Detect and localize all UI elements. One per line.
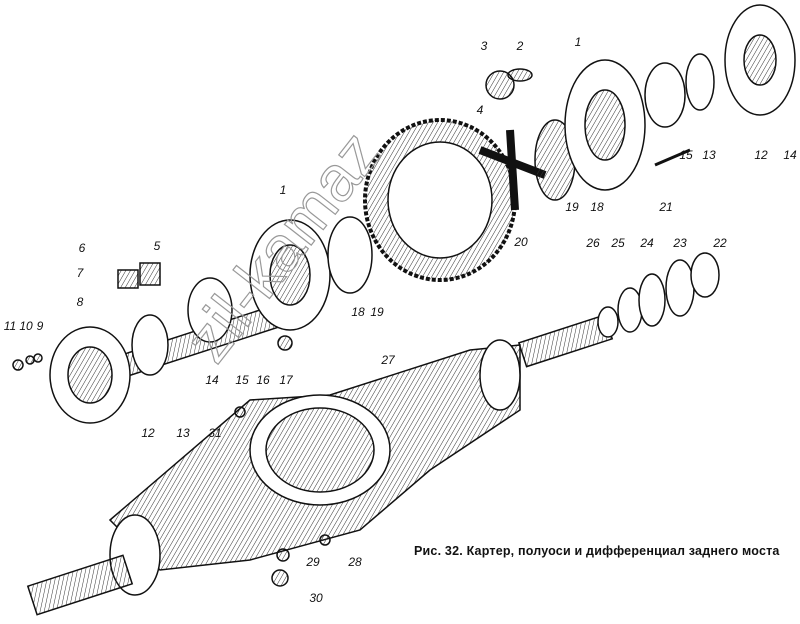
ring-gear [363,118,517,282]
part-label: 30 [309,591,323,605]
part-label: 27 [381,353,395,367]
part-label: 6 [78,241,86,255]
part-label: 3 [480,39,488,53]
figure-caption: Рис. 32. Картер, полуоси и дифференциал … [414,544,780,558]
part-label: 15 [679,148,693,162]
part-label: 21 [659,200,673,214]
differential-parts [478,4,796,211]
part-label: 8 [76,295,84,309]
part-label: 31 [208,426,222,440]
part-label: 10 [19,319,33,333]
axle-housing [26,314,614,616]
small-parts [12,262,331,587]
part-label: 26 [586,236,600,250]
part-label: 19 [565,200,579,214]
part-label: 2 [516,39,524,53]
part-label: 5 [153,239,161,253]
part-label: 12 [754,148,768,162]
part-label: 18 [590,200,604,214]
part-label: 22 [713,236,727,250]
part-label: 29 [306,555,320,569]
part-label: 20 [514,235,528,249]
part-label: 25 [611,236,625,250]
part-label: 9 [36,319,44,333]
left-axle-shaft [49,216,373,424]
part-label: 18 [351,305,365,319]
part-label: 23 [673,236,687,250]
part-label: 24 [640,236,654,250]
part-label: 1 [574,35,582,49]
part-label: 4 [476,103,484,117]
part-label: 28 [348,555,362,569]
part-label: 11 [3,319,17,333]
part-label: 14 [783,148,797,162]
part-label: 12 [141,426,155,440]
part-label: 7 [76,266,84,280]
part-label: 16 [256,373,270,387]
bearing-set-right [597,252,720,338]
part-label: 15 [235,373,249,387]
part-label: 13 [702,148,716,162]
part-label: 1 [279,183,287,197]
part-label: 13 [176,426,190,440]
part-label: 14 [205,373,219,387]
part-label: 17 [279,373,293,387]
part-label: 19 [370,305,384,319]
